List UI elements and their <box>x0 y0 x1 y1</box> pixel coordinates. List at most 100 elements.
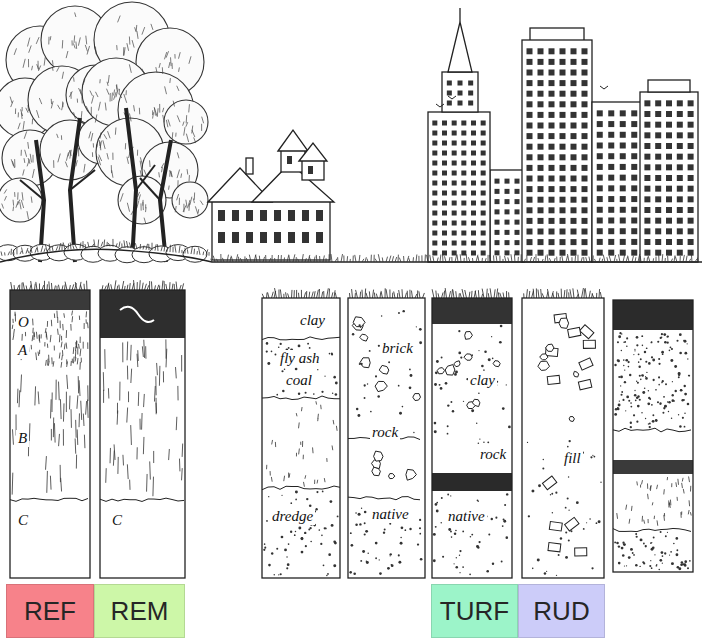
soil-hatch <box>145 346 146 358</box>
leaf-stroke <box>26 108 28 113</box>
grass-blade <box>152 243 153 251</box>
grass-blade <box>514 254 516 262</box>
building-window <box>452 151 457 156</box>
building-window <box>582 112 588 118</box>
grass-blade <box>287 255 289 262</box>
grass-blade <box>127 285 129 290</box>
soil-grain <box>401 526 404 529</box>
grass-blade <box>108 243 110 246</box>
soil-grain <box>655 419 658 422</box>
leaf-stroke <box>129 37 130 45</box>
grass-blade <box>503 293 504 298</box>
soil-grain <box>636 421 638 423</box>
leaf-stroke <box>142 27 145 35</box>
soil-hatch <box>77 358 79 364</box>
soil-grain <box>644 351 646 353</box>
soil-grain <box>484 351 487 354</box>
grass-blade <box>240 258 242 262</box>
soil-grain <box>671 562 674 565</box>
leaf-stroke <box>159 63 160 68</box>
soil-hatch <box>83 342 84 349</box>
soil-grain <box>462 531 464 533</box>
grass-blade <box>322 292 323 298</box>
grass-blade <box>155 244 156 250</box>
leaf-stroke <box>169 78 171 83</box>
soil-grain <box>447 404 449 406</box>
building-window <box>461 141 466 146</box>
leaf-stroke <box>85 45 87 52</box>
grass-blade <box>36 282 37 290</box>
soil-hatch <box>66 361 68 366</box>
soil-grain <box>626 345 628 347</box>
grass-blade <box>374 293 376 298</box>
soil-hatch <box>130 345 132 361</box>
leaf-stroke <box>23 169 25 175</box>
building-window <box>495 189 500 194</box>
building-window <box>655 228 661 234</box>
soil-grain <box>646 372 647 373</box>
building-window <box>571 80 577 86</box>
building-window <box>620 110 626 116</box>
soil-grain <box>666 336 668 338</box>
leaf-stroke <box>193 198 194 203</box>
building-window <box>688 228 694 234</box>
soil-grain <box>663 396 665 398</box>
ground-surface <box>0 239 702 262</box>
building-window <box>644 250 650 256</box>
building-window <box>432 131 437 136</box>
soil-hatch <box>181 468 183 480</box>
soil-grain <box>645 545 647 547</box>
building-window <box>620 143 626 149</box>
building-window <box>538 80 544 86</box>
soil-hatch <box>54 313 55 318</box>
building-window <box>666 164 672 170</box>
building-window <box>582 91 588 97</box>
leaf-stroke <box>154 107 157 116</box>
leaf-stroke <box>107 153 108 159</box>
rock-fragment <box>375 381 387 391</box>
soil-grain <box>335 382 338 385</box>
soil-grain <box>651 567 653 569</box>
soil-hatch <box>690 512 692 515</box>
building-window <box>620 132 626 138</box>
grass-blade <box>386 289 387 298</box>
grass-blade <box>451 257 452 262</box>
grass-blade <box>671 259 673 262</box>
soil-hatch <box>117 457 118 474</box>
building-window <box>471 201 476 206</box>
leaf-stroke <box>154 108 155 116</box>
grass-blade <box>430 255 431 262</box>
building-window <box>644 239 650 245</box>
grass-blade <box>476 255 478 262</box>
grass-blade <box>44 248 45 252</box>
building-window <box>549 70 555 76</box>
soil-grain <box>295 531 296 532</box>
building-window <box>560 59 566 65</box>
leaf-stroke <box>104 134 107 139</box>
building-window <box>432 181 437 186</box>
building-window <box>471 151 476 156</box>
soil-grain <box>531 490 534 493</box>
building-window <box>644 143 650 149</box>
building-window <box>505 220 510 225</box>
leaf-stroke <box>170 170 172 177</box>
soil-grain <box>298 393 300 395</box>
soil-hatch <box>683 489 685 494</box>
tree-canopy <box>172 182 208 218</box>
soil-grain <box>281 495 282 496</box>
building-window <box>515 199 520 204</box>
grass-blade <box>675 256 677 262</box>
grass-blade <box>244 256 245 262</box>
layer-boundary <box>262 337 340 340</box>
soil-grain <box>590 456 592 458</box>
leaf-stroke <box>118 16 121 23</box>
grass-blade <box>294 290 295 298</box>
soil-grain <box>568 509 569 510</box>
building-window <box>527 197 533 203</box>
soil-grain <box>668 411 669 412</box>
grass-blade <box>69 285 71 290</box>
building-window <box>608 143 614 149</box>
grass-blade <box>686 256 687 262</box>
grass-blade <box>632 256 633 262</box>
grass-blade <box>459 294 460 298</box>
